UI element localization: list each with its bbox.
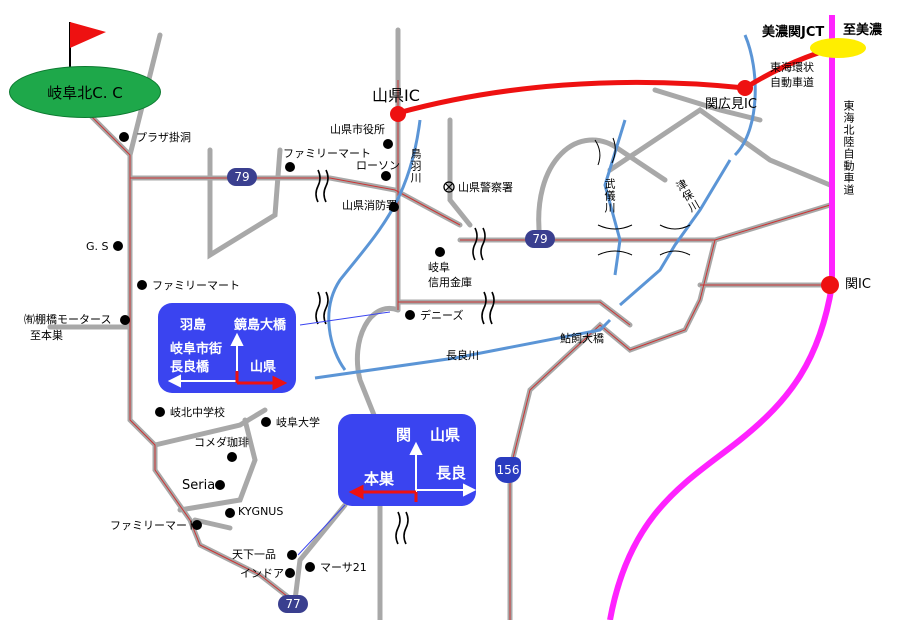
label-ayudo-bridge: 鮎飼大橋 bbox=[560, 332, 604, 345]
label-tanahashi: ㈲棚橋モータース bbox=[24, 313, 112, 326]
jct-label: 美濃関JCT bbox=[762, 25, 825, 40]
label-dennys: デニーズ bbox=[420, 309, 464, 322]
tokai-kanjo-label-1: 東海環状 bbox=[770, 61, 814, 74]
route-79-shield-east: 79 bbox=[525, 230, 555, 248]
label-komeda: コメダ珈琲 bbox=[194, 436, 249, 449]
ic-label-seki: 関IC bbox=[845, 277, 871, 292]
to-mino-label: 至美濃 bbox=[843, 23, 883, 38]
road-center-loop bbox=[354, 305, 401, 433]
label-lawson: ローソン bbox=[356, 159, 400, 172]
label-mugi-river: 武儀川 bbox=[603, 178, 616, 214]
golf-course-marker: 岐阜北C. C bbox=[9, 66, 161, 118]
label-to-motosu: 至本巣 bbox=[30, 329, 63, 342]
road-north-mid bbox=[447, 117, 473, 228]
label-india: インドア bbox=[240, 567, 284, 580]
label-gs: G. S bbox=[86, 240, 109, 253]
road-sign-2: 関 山県 本巣 長良 bbox=[338, 414, 476, 506]
label-seria: Seria bbox=[182, 478, 216, 493]
road-spur-1 bbox=[207, 147, 283, 260]
ic-label-yamagata: 山県IC bbox=[372, 86, 420, 105]
river-north bbox=[733, 34, 757, 157]
sign2-seki: 関 bbox=[396, 426, 412, 444]
road-family3 bbox=[192, 517, 233, 531]
label-family3: ファミリーマート bbox=[110, 519, 198, 532]
sign2-motosu: 本巣 bbox=[364, 470, 395, 488]
label-masa: マーサ21 bbox=[320, 561, 367, 574]
label-bank-2: 信用金庫 bbox=[428, 276, 472, 289]
route-77-shield: 77 bbox=[278, 595, 308, 613]
label-kygnus: KYGNUS bbox=[238, 505, 284, 518]
road-gihoku bbox=[152, 407, 268, 448]
road-kygnus bbox=[177, 417, 258, 513]
label-police: 山県警察署 bbox=[458, 181, 513, 194]
label-family2: ファミリーマート bbox=[152, 279, 240, 292]
golf-flag bbox=[70, 22, 106, 48]
label-toba-river: 鳥羽川 bbox=[409, 148, 422, 184]
sign2-nagara: 長良 bbox=[436, 464, 467, 482]
expressway-tokai-kanjo bbox=[397, 45, 841, 116]
jct-marker bbox=[810, 38, 866, 58]
sign1-kagami: 鏡島大橋 bbox=[234, 318, 287, 333]
river-tsuboi bbox=[619, 159, 732, 307]
road-r77-up bbox=[292, 502, 348, 603]
label-tenka: 天下一品 bbox=[232, 548, 276, 561]
tokai-hokuriku-label: 東海北陸自動車道 bbox=[842, 100, 855, 196]
sign1-nagara: 長良橋 bbox=[170, 360, 210, 375]
road-east-curve bbox=[536, 137, 668, 243]
sign1-hashima: 羽島 bbox=[180, 318, 207, 333]
expressway-tokai-hokuriku bbox=[607, 15, 835, 620]
label-gifu-univ: 岐阜大学 bbox=[276, 416, 320, 429]
road-sekihiromi bbox=[652, 87, 763, 123]
label-family1: ファミリーマート bbox=[283, 147, 371, 160]
road-r79-east bbox=[457, 202, 833, 243]
river-toba bbox=[327, 119, 422, 371]
label-bank-1: 岐阜 bbox=[428, 261, 450, 274]
route-156-shield: 156 bbox=[495, 457, 521, 483]
ic-label-sekihiromi: 関広見IC bbox=[705, 97, 757, 112]
label-nagara-river: 長良川 bbox=[446, 349, 479, 362]
label-city-hall: 山県市役所 bbox=[330, 123, 385, 136]
road-sign-1: 羽島 鏡島大橋 岐阜市街 長良橋 山県 bbox=[158, 303, 296, 393]
route-79-shield-west: 79 bbox=[227, 168, 257, 186]
sign1-gifu: 岐阜市街 bbox=[170, 342, 223, 357]
road-r79-west bbox=[127, 175, 463, 228]
ic-dot-sekihiromi bbox=[737, 80, 753, 96]
sign1-yamagata: 山県 bbox=[250, 360, 277, 375]
label-plaza: プラザ掛洞 bbox=[136, 131, 191, 144]
ic-dot-yamagata bbox=[390, 106, 406, 122]
sign2-yamagata: 山県 bbox=[430, 426, 461, 444]
golf-course-name: 岐阜北C. C bbox=[47, 83, 123, 102]
road-east-south bbox=[507, 237, 718, 620]
tokai-kanjo-label-2: 自動車道 bbox=[770, 76, 814, 89]
label-gihoku-jhs: 岐北中学校 bbox=[170, 406, 225, 419]
ic-dot-seki bbox=[821, 276, 839, 294]
road-east-2 bbox=[607, 106, 833, 188]
river-nagara bbox=[314, 318, 612, 380]
label-fire: 山県消防署 bbox=[342, 199, 397, 212]
